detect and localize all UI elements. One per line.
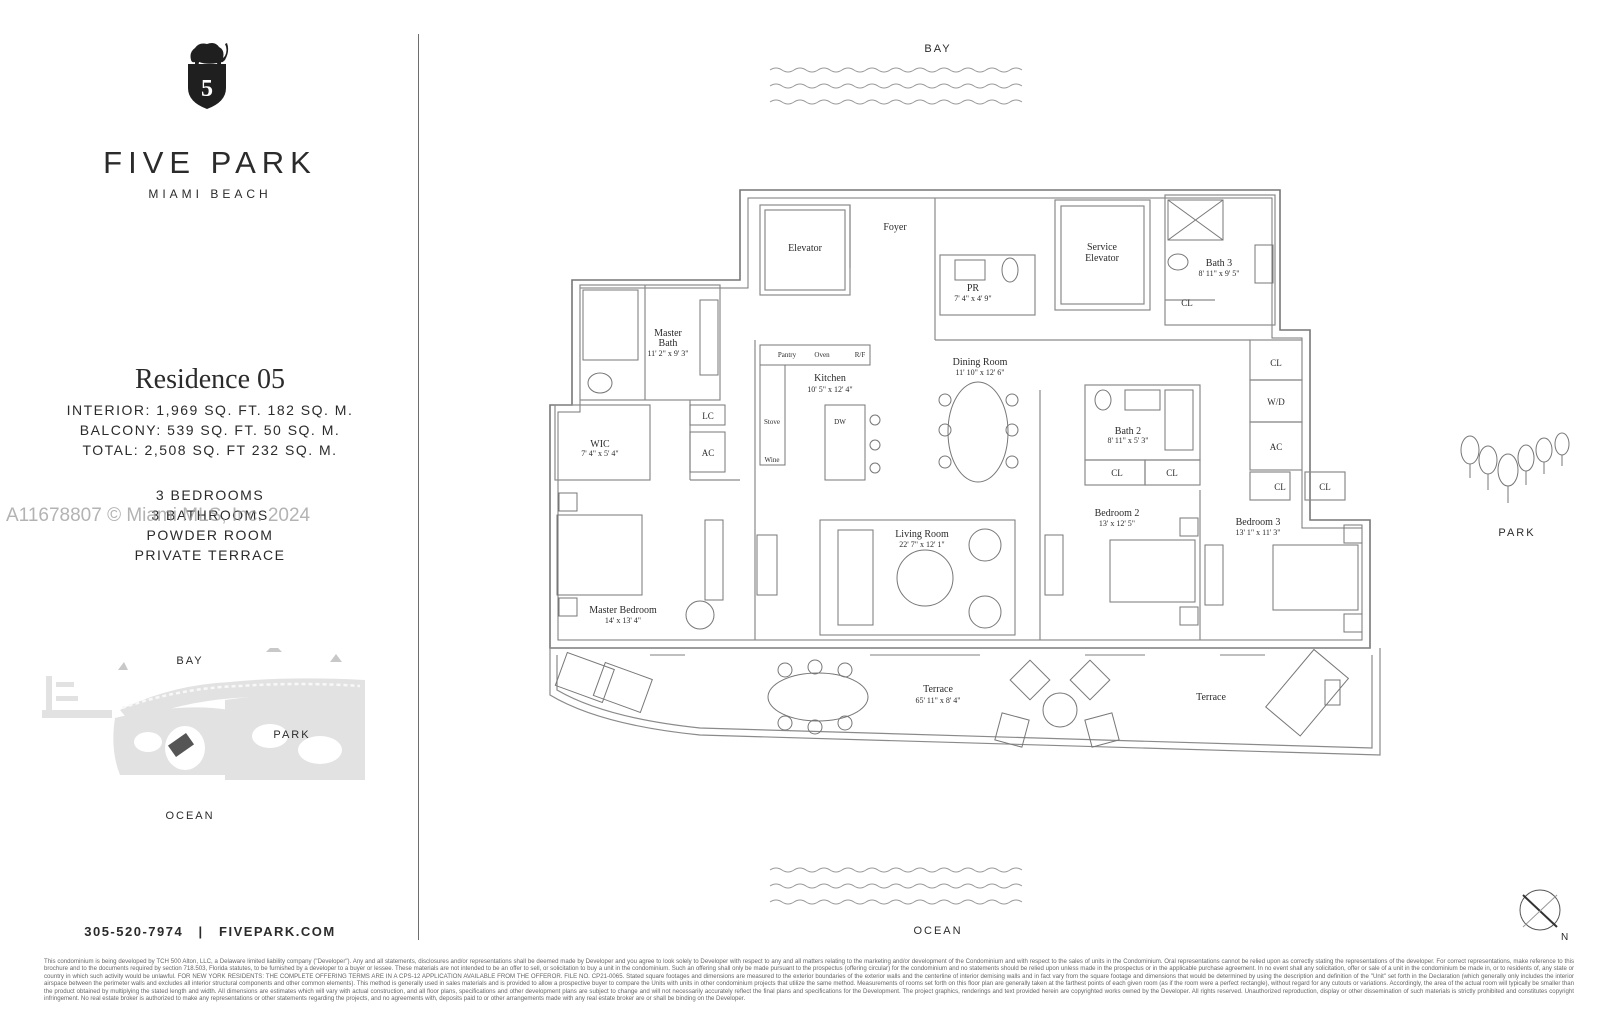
- residence-title: Residence 05: [134, 364, 286, 395]
- label-kitchen: Kitchen: [814, 373, 846, 384]
- label-wic: WIC: [590, 439, 610, 450]
- label-dw: DW: [834, 418, 846, 426]
- label-cl-hall: CL: [1270, 358, 1282, 368]
- label-bath2: Bath 2: [1115, 426, 1141, 437]
- terrace-outline: [549, 648, 1381, 756]
- interior-walls: [550, 194, 1370, 649]
- park-trees-icon: [1460, 432, 1570, 503]
- contact-line: 305-520-7974 | FIVEPARK.COM: [60, 924, 360, 939]
- map-park-label: PARK: [273, 729, 310, 741]
- label-cl-bed2a: CL: [1111, 468, 1123, 478]
- website-link[interactable]: FIVEPARK.COM: [219, 924, 336, 939]
- fixture-labels: Pantry Oven R/F Stove Wine DW: [764, 351, 865, 464]
- spec-interior: INTERIOR: 1,969 SQ. FT. 182 SQ. M.: [66, 402, 354, 418]
- north-label: N: [1561, 932, 1568, 943]
- label-master-bedroom-dim: 14' x 13' 4": [605, 616, 641, 625]
- feature-bathrooms: 3 BATHROOMS: [151, 507, 269, 523]
- label-ac-kitchen: AC: [702, 448, 715, 458]
- label-terrace-main: Terrace: [923, 684, 953, 695]
- spec-total: TOTAL: 2,508 SQ. FT 232 SQ. M.: [82, 442, 338, 458]
- floor-plan: BAY OCEAN PARK N: [549, 43, 1570, 943]
- room-labels: Elevator Foyer Service Elevator Bath 3 8…: [581, 222, 1280, 705]
- label-elevator: Elevator: [788, 243, 823, 254]
- label-cl-bed2b: CL: [1166, 468, 1178, 478]
- label-stove: Stove: [764, 418, 780, 426]
- logo-letter: 5: [201, 76, 213, 102]
- label-service-elevator-1: Service: [1087, 242, 1118, 253]
- label-pr: PR: [967, 283, 980, 294]
- map-ocean-label: OCEAN: [165, 810, 214, 822]
- mls-watermark: A11678807 © Miami MLS, Inc. 2024: [6, 505, 311, 526]
- feature-powder-room: POWDER ROOM: [146, 527, 274, 543]
- bay-waves: [769, 67, 1023, 105]
- phone-number[interactable]: 305-520-7974: [84, 924, 184, 939]
- label-living-dim: 22' 7" x 12' 1": [899, 540, 944, 549]
- plan-bay-label: BAY: [924, 43, 951, 55]
- label-wic-dim: 7' 4" x 5' 4": [581, 449, 618, 458]
- label-bath3: Bath 3: [1206, 258, 1232, 269]
- ocean-waves: [769, 867, 1023, 905]
- label-dining: Dining Room: [953, 357, 1008, 368]
- label-terrace-main-dim: 65' 11" x 8' 4": [915, 696, 960, 705]
- feature-bedrooms: 3 BEDROOMS: [155, 487, 265, 503]
- legal-disclaimer: This condominium is being developed by T…: [44, 958, 1574, 1003]
- north-arrow-icon: N: [1519, 889, 1568, 943]
- label-master-bath-2: Bath: [659, 338, 678, 349]
- location-map: BAY PARK OCEAN: [42, 648, 365, 822]
- feature-terrace: PRIVATE TERRACE: [134, 547, 286, 563]
- label-bedroom3: Bedroom 3: [1236, 517, 1281, 528]
- label-bedroom2: Bedroom 2: [1095, 508, 1140, 519]
- label-master-bath-dim: 11' 2" x 9' 3": [647, 349, 688, 358]
- brand-name: FIVE PARK: [103, 145, 317, 180]
- label-cl-bed3a: CL: [1274, 482, 1286, 492]
- label-master-bedroom: Master Bedroom: [589, 605, 657, 616]
- elephant-shield-logo-icon: 5: [188, 43, 229, 109]
- label-bedroom3-dim: 13' 1" x 11' 3": [1235, 528, 1280, 537]
- label-pr-dim: 7' 4" x 4' 9": [954, 294, 991, 303]
- plan-walls: [549, 189, 1371, 649]
- label-living: Living Room: [895, 529, 949, 540]
- label-wine: Wine: [765, 456, 780, 464]
- label-cl-bed3b: CL: [1319, 482, 1331, 492]
- map-bay-label: BAY: [176, 655, 203, 667]
- label-bedroom2-dim: 13' x 12' 5": [1099, 519, 1135, 528]
- label-cl-bath3: CL: [1181, 298, 1193, 308]
- brand-location: MIAMI BEACH: [148, 187, 272, 201]
- plan-ocean-label: OCEAN: [913, 925, 962, 937]
- label-kitchen-dim: 10' 5" x 12' 4": [807, 385, 852, 394]
- label-service-elevator-2: Elevator: [1085, 253, 1120, 264]
- utility-labels: LC AC CL CL W/D AC CL CL CL CL: [702, 298, 1331, 492]
- label-master-bath-1: Master: [654, 328, 682, 339]
- label-rf: R/F: [855, 351, 866, 359]
- label-pantry: Pantry: [778, 351, 797, 359]
- label-bath2-dim: 8' 11" x 5' 3": [1107, 436, 1148, 445]
- contact-separator: |: [198, 924, 204, 939]
- label-bath3-dim: 8' 11" x 9' 5": [1198, 269, 1239, 278]
- label-oven: Oven: [814, 351, 830, 359]
- label-lc: LC: [702, 411, 714, 421]
- panel-divider: [418, 34, 419, 940]
- label-wd: W/D: [1267, 397, 1285, 407]
- label-foyer: Foyer: [883, 222, 907, 233]
- spec-balcony: BALCONY: 539 SQ. FT. 50 SQ. M.: [79, 422, 341, 438]
- label-dining-dim: 11' 10" x 12' 6": [955, 368, 1004, 377]
- furniture: [554, 199, 1363, 748]
- label-terrace-right: Terrace: [1196, 692, 1226, 703]
- plan-park-label: PARK: [1498, 527, 1535, 539]
- label-ac-hall: AC: [1270, 442, 1283, 452]
